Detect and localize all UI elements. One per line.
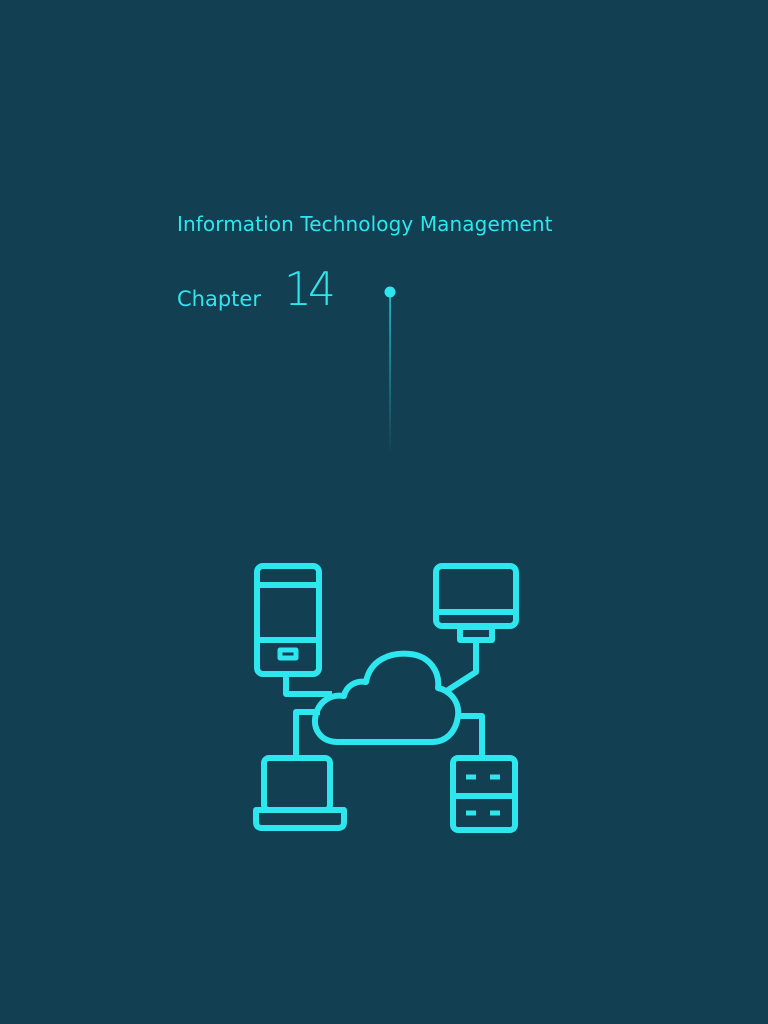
server-icon [450,755,518,833]
mobile-phone-icon [254,563,322,677]
cloud-icon [312,650,462,745]
chapter-number: 14 [284,262,336,316]
chapter-label: Chapter [177,287,261,311]
network-connectors [283,648,485,756]
laptop-icon [253,755,347,831]
decorative-pin-line [384,286,396,456]
chapter-heading: Chapter 14 [177,262,477,322]
desktop-monitor-icon [433,563,519,648]
cloud-network-icon [253,563,519,833]
course-title: Information Technology Management [177,212,553,236]
